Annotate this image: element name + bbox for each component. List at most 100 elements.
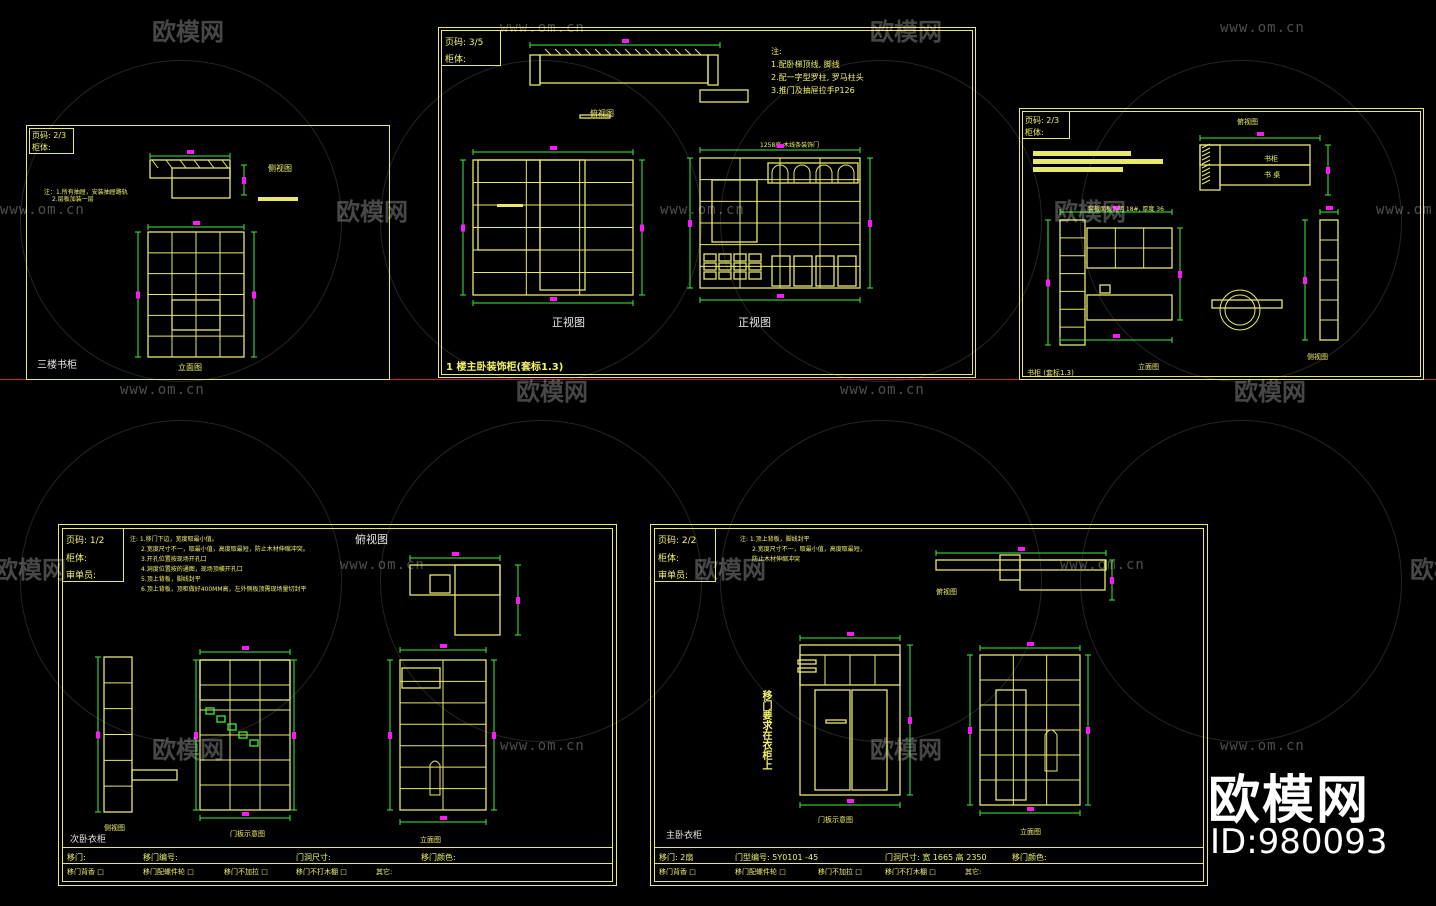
- sheet2-inner: [441, 30, 973, 375]
- sheet-master-bedroom-wardrobe[interactable]: [650, 524, 1208, 886]
- door: [837, 255, 857, 287]
- dim-tag: [968, 727, 972, 734]
- red-divider-line: [0, 379, 1436, 380]
- dim-tag: [1086, 727, 1090, 734]
- arch: [837, 164, 855, 183]
- shoe: [238, 731, 248, 739]
- hatch: [1201, 163, 1211, 169]
- cad-panel: [699, 89, 749, 103]
- sheet4-footer-r2c3: 移门不加拉 □: [224, 868, 268, 876]
- sheet5-footer-r1c2: 门型编号: 5Y0101 -45: [735, 853, 819, 862]
- dim-tag: [136, 291, 140, 299]
- sheet5-top-label: 俯视图: [936, 588, 957, 596]
- hanging-clothes: [1044, 729, 1058, 772]
- sheet5-page: 页码: 2/2: [658, 536, 697, 546]
- sheet3-text2: 书 桌: [1264, 171, 1281, 179]
- sheet4-footer-r1c4: 移门颜色:: [421, 853, 456, 862]
- sheet2-title: 1 楼主卧装饰柜(套标1.3): [446, 362, 564, 373]
- sheet5-footer-r2c1: 移门背香 □: [659, 868, 696, 876]
- dim-tag: [452, 552, 459, 556]
- sheet5-note1: 2.宽度尺寸不一，取最小值，高度取最短，: [752, 546, 866, 553]
- hatch: [594, 48, 602, 56]
- cad-panel: [1219, 164, 1311, 186]
- cad-panel: [529, 54, 541, 86]
- sheet4-note5: 6.顶上背板，顶柜做好400MM高，左外侧板顶需现场量切封平: [141, 586, 307, 593]
- door: [815, 255, 835, 287]
- id-badge-logo: 欧模网: [1208, 771, 1371, 831]
- sheet2-page: 页码: 3/5: [445, 38, 484, 48]
- chair-outline: [1219, 289, 1261, 331]
- watermark-url: www.om.cn: [1060, 557, 1145, 573]
- dim-tag: [242, 646, 249, 650]
- hatch: [554, 48, 562, 56]
- sheet2-material: 柜体:: [445, 55, 467, 65]
- dim-tag: [908, 717, 912, 724]
- dim-tag: [777, 144, 784, 148]
- watermark-brand: 欧模网: [1234, 378, 1306, 406]
- dim-tag: [242, 812, 249, 816]
- sheet-bookcase-2[interactable]: [1019, 108, 1424, 380]
- watermark-url: www.om.cn: [1376, 202, 1436, 218]
- arched-doors: [767, 162, 859, 184]
- sheet2-note1: 1.配卧梯顶线, 脚线: [771, 60, 840, 69]
- arch: [815, 164, 833, 183]
- sheet5-footer-r1c1: 移门: 2扇: [659, 853, 694, 862]
- cad-panel: [1019, 559, 1106, 591]
- sheet1-title: 三楼书柜: [37, 360, 77, 371]
- sheet-second-bedroom-wardrobe[interactable]: [58, 524, 617, 886]
- drawer: [718, 271, 732, 280]
- dim-tag: [1326, 206, 1333, 210]
- dim-tag: [242, 177, 246, 184]
- drawer: [703, 262, 717, 271]
- top-view: [171, 167, 231, 199]
- sheet5-table-line: [654, 847, 1204, 848]
- hatch: [674, 48, 682, 56]
- watermark-url: www.om.cn: [1220, 20, 1305, 36]
- sheet2-top-label: 俯视图: [590, 109, 614, 118]
- sheet4-note1: 2.宽度尺寸不一，取最小值，高度取最短，防止木材伸缩冲突。: [141, 546, 309, 553]
- sheet5-note0: 注: 1.顶上背板，脚线封平: [740, 536, 810, 543]
- dim-tag: [868, 220, 872, 227]
- sheet5-footer-r2c4: 移门不打木棚 □: [885, 868, 936, 876]
- sheet-bookcase-3f[interactable]: [26, 125, 390, 380]
- sheet5-footer-r1c3: 门洞尺寸: 宽 1665 高 2350: [885, 853, 987, 862]
- sheet4-front-label: 立面图: [420, 836, 441, 844]
- dim-tag: [550, 146, 557, 150]
- cad-panel: [799, 644, 901, 796]
- shoe: [249, 739, 259, 747]
- sheet1-front-label: 立面图: [178, 363, 202, 372]
- hatch: [1201, 147, 1211, 153]
- label-bar: [797, 659, 817, 665]
- top-view: [539, 54, 709, 84]
- sheet4-note3: 4.洞度位置按的通图，现场顶横开孔口: [141, 566, 243, 573]
- sheet5-table-line: [654, 863, 1204, 864]
- sheet3-front-label: 立面图: [1138, 363, 1159, 371]
- dim-tag: [622, 39, 629, 43]
- sheet4-door-label: 门板示意图: [230, 830, 265, 838]
- chair-outline: [1224, 294, 1256, 326]
- sheet4-table-line: [62, 863, 613, 864]
- hatch: [1201, 167, 1211, 173]
- sheet4-footer-r1c2: 移门编号:: [143, 853, 178, 862]
- watermark-url: www.om.cn: [120, 382, 205, 398]
- sheet2-note2: 2.配一字型罗柱, 罗马柱头: [771, 73, 864, 82]
- sheet4-note0: 注: 1.移门下边，宽度取最小值。: [130, 536, 218, 543]
- watermark-url: www.om.cn: [500, 20, 585, 36]
- dim-tag: [1027, 807, 1034, 811]
- label-bar: [1033, 159, 1163, 164]
- sheet3-material: 柜体:: [1025, 128, 1044, 137]
- sheet4-page: 页码: 1/2: [66, 536, 105, 546]
- sheet4-titleblock: [62, 528, 124, 582]
- watermark-brand: 欧模网: [0, 556, 66, 584]
- sheet-master-bedroom-decor[interactable]: [438, 27, 976, 378]
- dim-tag: [252, 291, 256, 299]
- hatch: [1201, 143, 1211, 149]
- sheet5-door-label: 门板示意图: [818, 816, 853, 824]
- hatch: [654, 48, 662, 56]
- hatch: [604, 48, 612, 56]
- dim-tag: [492, 732, 496, 739]
- drawer: [718, 253, 732, 262]
- sheet4-inner: [62, 528, 613, 882]
- drawer: [703, 271, 717, 280]
